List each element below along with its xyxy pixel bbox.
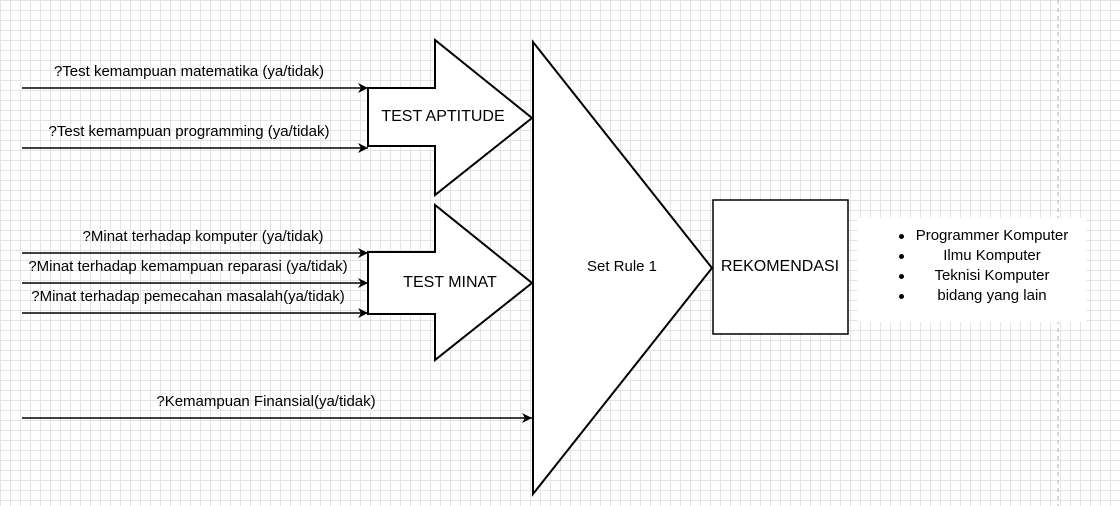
label-minat-masalah: ?Minat terhadap pemecahan masalah(ya/tid… xyxy=(31,288,345,305)
label-minat-reparasi: ?Minat terhadap kemampuan reparasi (ya/t… xyxy=(28,258,348,275)
recommendation-list-panel: Programmer Komputer Ilmu Komputer Teknis… xyxy=(858,218,1086,322)
rekomendasi-label: REKOMENDASI xyxy=(720,258,840,275)
recommendation-list: Programmer Komputer Ilmu Komputer Teknis… xyxy=(858,218,1086,306)
label-finansial: ?Kemampuan Finansial(ya/tidak) xyxy=(156,393,376,410)
test-aptitude-block[interactable] xyxy=(367,37,534,198)
label-math: ?Test kemampuan matematika (ya/tidak) xyxy=(53,63,325,80)
label-programming: ?Test kemampuan programming (ya/tidak) xyxy=(48,123,330,140)
list-item: Ilmu Komputer xyxy=(858,246,1086,266)
test-minat-block[interactable] xyxy=(367,202,534,363)
list-item: Programmer Komputer xyxy=(858,226,1086,246)
test-aptitude-label: TEST APTITUDE xyxy=(381,108,505,125)
set-rule-label: Set Rule 1 xyxy=(586,258,658,275)
set-rule-triangle[interactable] xyxy=(532,39,714,497)
list-item: Teknisi Komputer xyxy=(858,266,1086,286)
label-minat-komputer: ?Minat terhadap komputer (ya/tidak) xyxy=(82,228,324,245)
rekomendasi-box[interactable] xyxy=(712,199,849,335)
test-minat-label: TEST MINAT xyxy=(403,274,497,291)
list-item: bidang yang lain xyxy=(858,286,1086,306)
